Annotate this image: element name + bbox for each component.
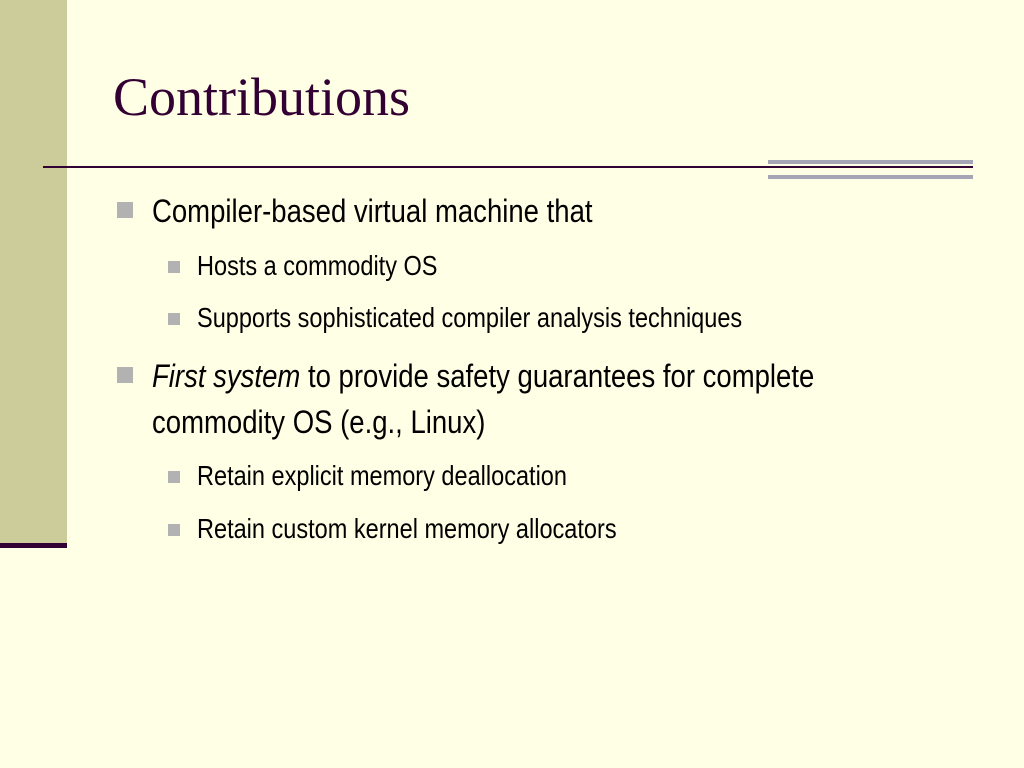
slide-title: Contributions (113, 67, 411, 127)
bullet-text-line2: commodity OS (e.g., Linux) (152, 404, 486, 440)
bullet-emphasis: First system (152, 358, 301, 394)
square-bullet-icon (117, 202, 133, 218)
bullet-text-line1: to provide safety guarantees for complet… (300, 358, 815, 394)
bullet-text: First system to provide safety guarantee… (152, 353, 814, 445)
bullet-level2: Hosts a commodity OS (168, 246, 483, 286)
bullet-level2: Supports sophisticated compiler analysis… (168, 298, 846, 338)
bullet-level2: Retain explicit memory deallocation (168, 456, 637, 496)
bullet-text: Retain custom kernel memory allocators (197, 513, 617, 544)
square-bullet-icon (117, 367, 133, 383)
bullet-text: Retain explicit memory deallocation (197, 460, 567, 491)
square-bullet-icon (168, 524, 180, 536)
bullet-text: Hosts a commodity OS (197, 250, 438, 281)
accent-bar-bottom (768, 175, 973, 179)
accent-bar-top (768, 160, 973, 164)
bullet-level1: First system to provide safety guarantee… (117, 353, 922, 445)
square-bullet-icon (168, 313, 180, 325)
title-underline (43, 166, 973, 168)
bullet-level1: Compiler-based virtual machine that (117, 188, 664, 234)
bullet-level2: Retain custom kernel memory allocators (168, 509, 697, 549)
left-decor-rule (0, 543, 67, 548)
bullet-text: Supports sophisticated compiler analysis… (197, 302, 743, 333)
bullet-text: Compiler-based virtual machine that (152, 193, 593, 229)
square-bullet-icon (168, 261, 180, 273)
left-decor-band (0, 0, 67, 545)
square-bullet-icon (168, 471, 180, 483)
